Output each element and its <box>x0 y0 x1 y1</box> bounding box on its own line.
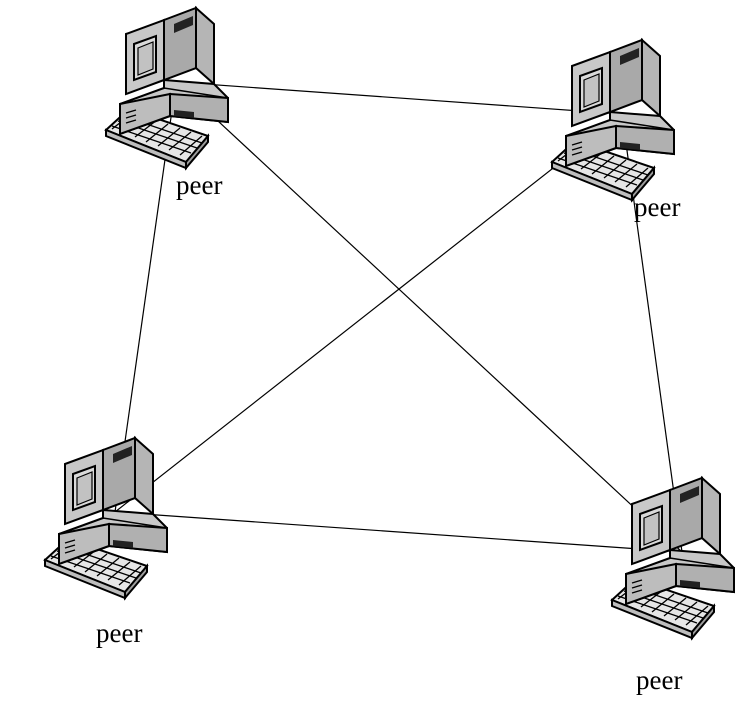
computer-icon <box>105 7 229 169</box>
peer-computer-top-left <box>105 7 229 169</box>
link-top-left-to-bottom-right <box>175 81 683 553</box>
nodes-layer <box>44 7 735 639</box>
link-top-left-to-top-right <box>175 81 623 115</box>
computer-icon <box>44 437 168 599</box>
computer-icon <box>611 477 735 639</box>
computer-icon <box>551 39 675 201</box>
peer-label-top-left: peer <box>176 170 223 200</box>
peer-computer-bottom-left <box>44 437 168 599</box>
link-top-right-to-bottom-left <box>114 113 623 513</box>
link-bottom-left-to-bottom-right <box>114 511 683 553</box>
peer-computer-bottom-right <box>611 477 735 639</box>
peer-label-bottom-right: peer <box>636 665 683 695</box>
peer-label-bottom-left: peer <box>96 618 143 648</box>
peer-computer-top-right <box>551 39 675 201</box>
peer-label-top-right: peer <box>634 192 681 222</box>
